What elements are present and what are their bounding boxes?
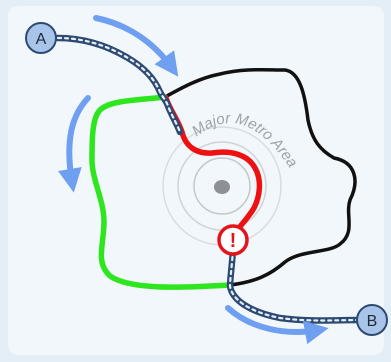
metro-area-label: Major Metro Area <box>189 110 301 171</box>
direction-arrow-bottom <box>225 305 329 345</box>
metro-center-rings <box>162 126 282 246</box>
svg-text:!: ! <box>230 230 237 252</box>
metro-boundary <box>163 67 357 287</box>
main-route <box>54 34 364 324</box>
start-node-label: A <box>36 31 47 48</box>
bypass-route <box>89 94 233 290</box>
warning-icon: ! <box>217 224 249 256</box>
end-node-label: B <box>367 313 378 330</box>
direction-arrow-left <box>57 95 91 193</box>
end-node-b: B <box>356 304 388 336</box>
start-node-a: A <box>25 22 57 54</box>
direction-arrow-top <box>93 15 179 77</box>
city-center-dot <box>214 180 230 194</box>
